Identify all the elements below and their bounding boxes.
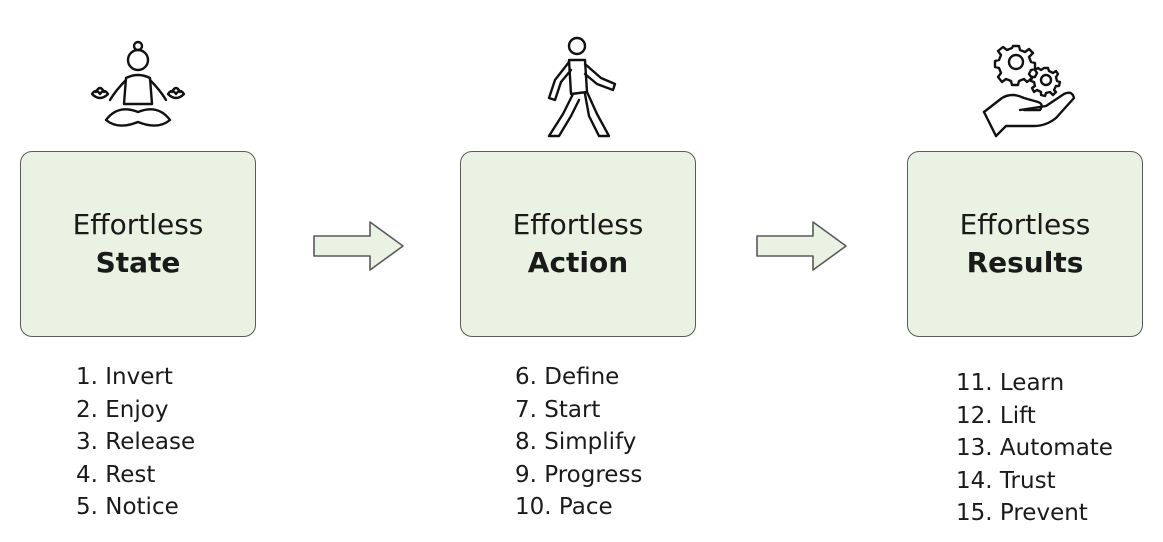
list-item: 12. Lift — [956, 402, 1036, 429]
steps-list-state: 1. Invert 2. Enjoy 3. Release 4. Rest 5.… — [76, 361, 195, 524]
flow-arrow — [313, 221, 404, 271]
list-item: 10. Pace — [515, 494, 613, 521]
list-item: 5. Notice — [76, 494, 179, 521]
list-item: 14. Trust — [956, 467, 1056, 494]
list-item: 2. Enjoy — [76, 396, 169, 423]
list-item: 13. Automate — [956, 435, 1113, 462]
meditation-icon — [90, 40, 186, 127]
stage-box-state: Effortless State — [20, 151, 256, 337]
list-item: 9. Progress — [515, 461, 643, 488]
stage-box-action: Effortless Action — [460, 151, 696, 337]
list-item: 8. Simplify — [515, 429, 637, 456]
flow-arrow — [756, 221, 847, 271]
list-item: 11. Learn — [956, 370, 1065, 396]
list-item: 3. Release — [76, 429, 196, 456]
list-item: 4. Rest — [76, 461, 156, 488]
stage-emphasis: Action — [527, 246, 629, 279]
list-item: 7. Start — [515, 396, 601, 423]
stage-emphasis: State — [95, 246, 181, 279]
stage-box-results: Effortless Results — [907, 151, 1143, 337]
hand-gears-icon — [982, 44, 1076, 138]
stage-title: Effortless — [959, 208, 1091, 241]
list-item: 15. Prevent — [956, 500, 1088, 527]
stage-emphasis: Results — [966, 246, 1084, 279]
steps-list-action: 6. Define 7. Start 8. Simplify 9. Progre… — [515, 361, 642, 524]
steps-list-results: 11. Learn 12. Lift 13. Automate 14. Trus… — [956, 367, 1113, 530]
list-item: 1. Invert — [76, 364, 173, 390]
stage-title: Effortless — [512, 208, 644, 241]
walking-person-icon — [547, 36, 617, 138]
list-item: 6. Define — [515, 364, 620, 390]
stage-title: Effortless — [72, 208, 204, 241]
